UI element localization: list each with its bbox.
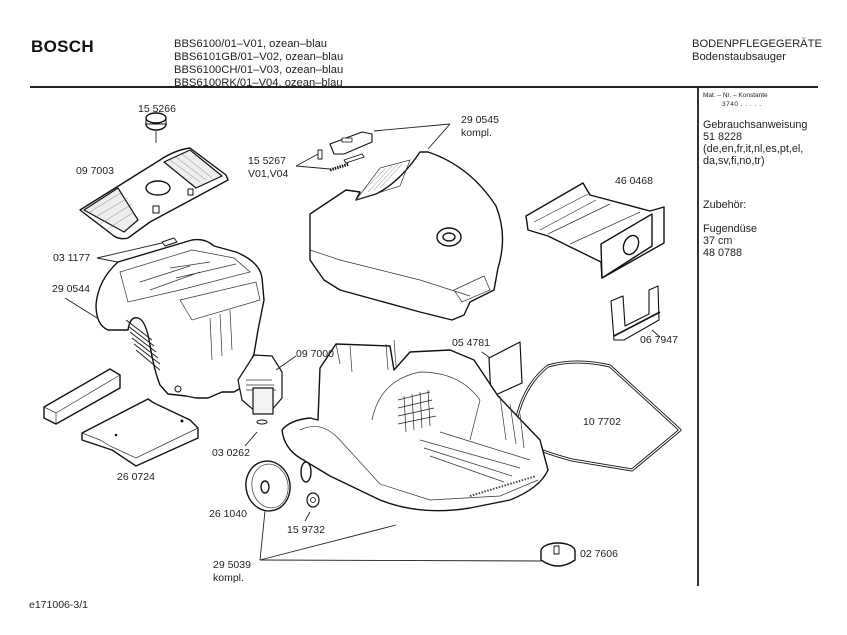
sidebar-divider: [697, 88, 699, 586]
material-number-value: 3740 . . . . .: [722, 101, 762, 108]
part-label: 26 0724: [117, 471, 155, 483]
model-line: BBS6101GB/01–V02, ozean–blau: [174, 51, 344, 63]
model-line: BBS6100/01–V01, ozean–blau: [174, 38, 328, 50]
manual-languages: (de,en,fr,it,nl,es,pt,el,: [703, 143, 804, 155]
part-switch-155267: [295, 131, 373, 172]
part-label: 05 4781: [452, 337, 490, 349]
part-label: 15 5266: [138, 103, 176, 115]
accessory-size: 37 cm: [703, 235, 733, 247]
part-label: 46 0468: [615, 175, 653, 187]
product-category: BODENPFLEGEGERÄTE Bodenstaubsauger: [692, 38, 822, 64]
model-list: BBS6100/01–V01, ozean–blau BBS6101GB/01–…: [174, 38, 343, 90]
drawing-id: e171006-3/1: [29, 599, 88, 611]
header-divider: [30, 86, 818, 88]
part-label: 10 7702: [583, 416, 621, 428]
part-label: 06 7947: [640, 334, 678, 346]
part-label: V01,V04: [248, 168, 289, 180]
model-line: BBS6100CH/01–V03, ozean–blau: [174, 64, 344, 76]
part-label: kompl.: [213, 572, 244, 584]
part-label: 03 1177: [53, 252, 91, 264]
part-label: 29 5039: [213, 559, 251, 571]
part-label: 15 9732: [287, 524, 325, 536]
part-label: 29 0545: [461, 114, 499, 126]
manual-title: Gebrauchsanweisung: [703, 119, 808, 131]
part-filter-plate-260724: [81, 398, 199, 467]
part-foam-block: [43, 368, 121, 425]
accessory-name: Fugendüse: [703, 223, 758, 235]
part-label: 09 7000: [296, 348, 334, 360]
material-number-label: Mat. – Nr. – Konstante: [703, 92, 768, 99]
part-label: 03 0262: [212, 447, 250, 459]
part-motor-filter-097000: [237, 354, 297, 447]
leader-295039: [259, 524, 542, 562]
part-knob-155266: [145, 112, 167, 143]
manual-number: 51 8228: [703, 131, 743, 143]
accessories-title: Zubehör:: [703, 199, 747, 211]
part-chassis-295039: [281, 339, 549, 512]
part-wheel-261040: [245, 460, 291, 561]
manual-languages: da,sv,fi,no,tr): [703, 155, 765, 167]
info-sidebar: Mat. – Nr. – Konstante 3740 . . . . . Ge…: [703, 91, 843, 259]
part-label: 02 7606: [580, 548, 618, 560]
manual-block: Gebrauchsanweisung 51 8228 (de,en,fr,it,…: [703, 119, 843, 167]
part-dust-bag-460468: [525, 182, 665, 279]
part-label: 09 7003: [76, 165, 114, 177]
part-rear-housing-290544: [64, 238, 265, 399]
part-label: kompl.: [461, 127, 492, 139]
part-filter-cover-097003: [79, 147, 229, 240]
brand-logo: BOSCH: [31, 37, 94, 56]
part-label: 26 1040: [209, 508, 247, 520]
part-cap-027606: [540, 542, 576, 567]
category-title: BODENPFLEGEGERÄTE: [692, 38, 822, 50]
part-top-housing-290545: [309, 123, 504, 321]
part-label: 29 0544: [52, 283, 90, 295]
category-subtitle: Bodenstaubsauger: [692, 51, 786, 63]
part-label: 15 5267: [248, 155, 286, 167]
part-gear-159732: [304, 492, 320, 522]
accessories-block: Zubehör: Fugendüse 37 cm 48 0788: [703, 199, 843, 259]
part-bag-holder-067947: [610, 285, 661, 341]
accessory-number: 48 0788: [703, 247, 743, 259]
